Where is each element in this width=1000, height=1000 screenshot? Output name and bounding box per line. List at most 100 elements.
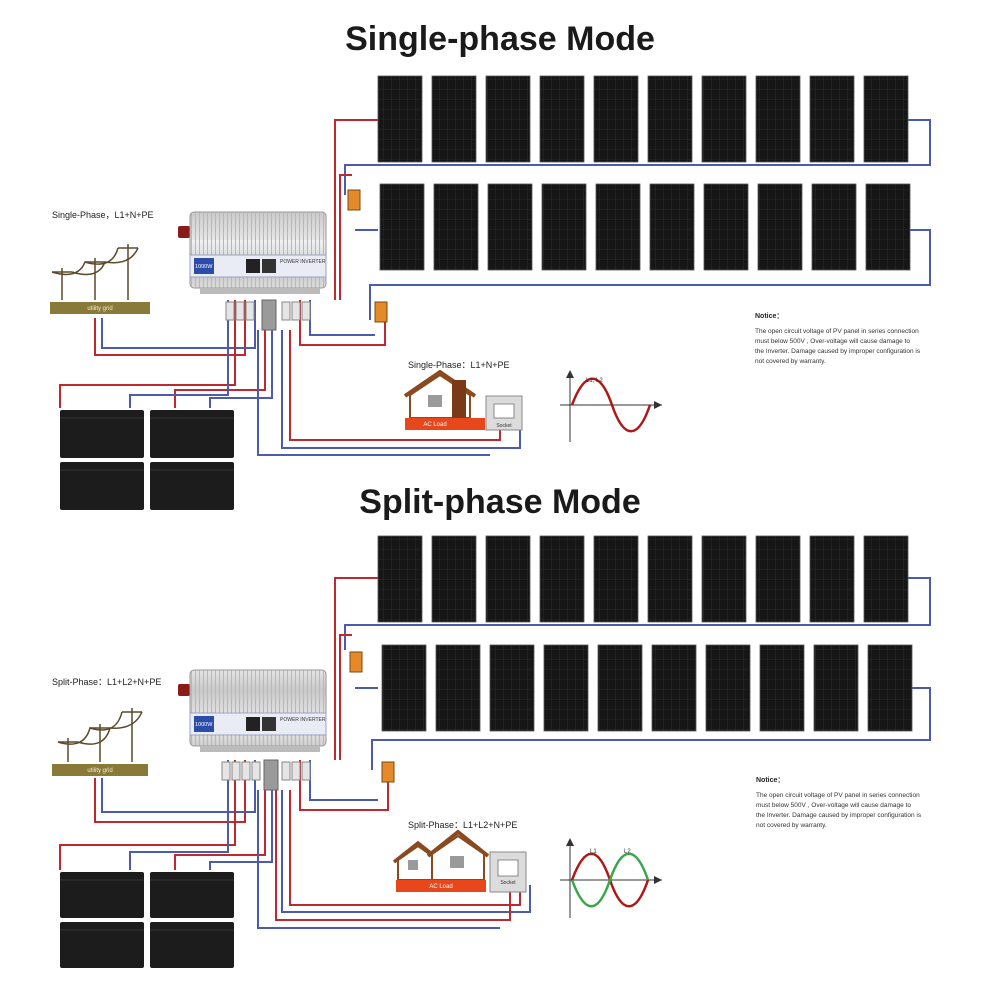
solar-panel-icon [597, 644, 643, 732]
solar-panel-icon [543, 644, 589, 732]
battery-icon [60, 922, 144, 968]
grid-box-label: utility grid [87, 306, 112, 312]
utility-grid: Split-Phase：L1+L2+N+PE utility grid [52, 677, 161, 776]
solar-panel-icon [377, 75, 423, 163]
load-phase-label: Single-Phase：L1+N+PE [408, 360, 510, 370]
section-title: Single-phase Mode [345, 20, 655, 58]
solar-panel-icon [867, 644, 913, 732]
socket-label: Socket [500, 880, 516, 886]
solar-panel-icon [377, 535, 423, 623]
solar-panel-icon [809, 535, 855, 623]
solar-panel-icon [593, 75, 639, 163]
solar-panel-icon [701, 535, 747, 623]
notice-title: Notice： [755, 313, 783, 320]
solar-panel-icon [647, 75, 693, 163]
combiner-box [349, 651, 363, 673]
solar-panel-icon [863, 535, 909, 623]
ac-load: Split-Phase：L1+L2+N+PE AC Load Socket [392, 820, 527, 893]
notice-line: the Inverter. Damage caused by improper … [756, 812, 922, 819]
split-phase-waveform: L1 L2 [560, 838, 662, 918]
solar-panel-icon [485, 535, 531, 623]
solar-panel-icon [487, 183, 533, 271]
battery-bank [60, 872, 234, 968]
solar-panel-icon [431, 75, 477, 163]
battery-icon [60, 872, 144, 918]
notice: Notice： The open circuit voltage of PV p… [755, 313, 921, 365]
notice-line: the Inverter. Damage caused by improper … [755, 348, 921, 355]
pv-array-bottom [377, 535, 913, 732]
socket-label: Socket [496, 423, 512, 429]
power-pole-icon [57, 708, 143, 762]
breaker-panel [221, 759, 311, 791]
battery-bank [60, 410, 234, 510]
load-box-label: AC Load [429, 884, 452, 890]
house-icon [403, 369, 477, 419]
notice-line: The open circuit voltage of PV panel in … [756, 792, 920, 799]
solar-panel-icon [759, 644, 805, 732]
solar-panel-icon [539, 75, 585, 163]
wave-label-l2: L2 [624, 849, 631, 855]
solar-panel-icon [593, 535, 639, 623]
single-phase-section: Single-phase Mode [50, 20, 931, 510]
notice-line: must below 500V , Over-voltage will caus… [756, 802, 911, 809]
notice-line: not covered by warranty. [756, 822, 827, 829]
load-phase-label: Split-Phase：L1+L2+N+PE [408, 820, 517, 830]
wave-label-l1: L1 [590, 849, 597, 855]
notice-title: Notice： [756, 777, 784, 784]
inverter-power-badge: 1000W [195, 722, 213, 728]
battery-icon [60, 410, 144, 458]
solar-panel-icon [813, 644, 859, 732]
house-icon [392, 829, 490, 881]
notice: Notice： The open circuit voltage of PV p… [756, 777, 922, 829]
inverter: 1000W POWER INVERTER [178, 669, 327, 752]
solar-panel-icon [755, 75, 801, 163]
grid-phase-label: Single-Phase，L1+N+PE [52, 210, 154, 220]
solar-panel-icon [755, 535, 801, 623]
solar-panel-icon [595, 183, 641, 271]
solar-panel-icon [757, 183, 803, 271]
battery-icon [60, 462, 144, 510]
battery-icon [150, 410, 234, 458]
solar-panel-icon [703, 183, 749, 271]
notice-line: must below 500V , Over-voltage will caus… [755, 338, 910, 345]
utility-grid: Single-Phase，L1+N+PE utility grid [50, 210, 154, 314]
notice-line: The open circuit voltage of PV panel in … [755, 328, 919, 335]
grid-box-label: utility grid [87, 768, 112, 774]
solar-panel-icon [811, 183, 857, 271]
pv-array-top [377, 75, 911, 271]
solar-panel-icon [541, 183, 587, 271]
ac-load: Single-Phase：L1+N+PE AC Load Socket [403, 360, 523, 431]
split-phase-section: Split-phase Mode [52, 483, 931, 968]
combiner-box [374, 301, 388, 323]
inverter-terminal-icon [178, 684, 190, 696]
solar-panel-icon [863, 75, 909, 163]
inverter: 1000W POWER INVERTER [178, 211, 327, 294]
inverter-power-badge: 1000W [195, 264, 213, 270]
load-box-label: AC Load [423, 422, 446, 428]
combiner-box [381, 761, 395, 783]
breaker-panel [225, 299, 311, 331]
wave-label: L1, L2 [586, 378, 603, 384]
solar-panel-icon [433, 183, 479, 271]
notice-line: not covered by warranty. [755, 358, 826, 365]
inverter-brand: POWER INVERTER [280, 717, 326, 723]
solar-panel-icon [865, 183, 911, 271]
section-title: Split-phase Mode [359, 483, 640, 521]
solar-panel-icon [649, 183, 695, 271]
solar-panel-icon [539, 535, 585, 623]
solar-panel-icon [381, 644, 427, 732]
solar-panel-icon [705, 644, 751, 732]
solar-panel-icon [809, 75, 855, 163]
solar-panel-icon [647, 535, 693, 623]
solar-panel-icon [485, 75, 531, 163]
power-pole-icon [51, 244, 139, 300]
battery-icon [150, 922, 234, 968]
solar-panel-icon [379, 183, 425, 271]
solar-panel-icon [431, 535, 477, 623]
solar-panel-icon [489, 644, 535, 732]
pv-wiring [59, 577, 931, 929]
battery-icon [150, 462, 234, 510]
solar-panel-icon [435, 644, 481, 732]
inverter-brand: POWER INVERTER [280, 259, 326, 265]
